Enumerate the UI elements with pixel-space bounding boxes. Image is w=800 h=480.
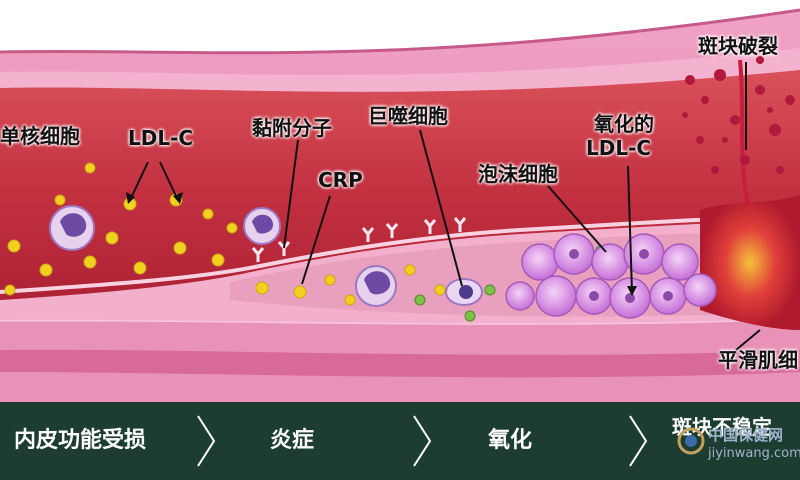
macrophage-cell	[355, 265, 397, 307]
endothelium-line	[0, 214, 800, 294]
chevron-right-icon	[629, 415, 648, 467]
monocyte-cell	[49, 205, 95, 251]
bottom-wall-stripe	[0, 349, 800, 378]
label-plaque-rupture: 斑块破裂	[698, 34, 778, 58]
macrophage-engulfing	[445, 278, 483, 306]
watermark-site-name: 中国保健网	[708, 426, 784, 444]
chevron-right-icon	[413, 415, 432, 467]
monocyte-cell-adhering	[243, 207, 281, 245]
stage-bar: 内皮功能受损 炎症 氧化 斑块不稳定	[0, 402, 800, 480]
label-macrophage: 巨噬细胞	[368, 104, 448, 128]
label-adhesion-molecule: 黏附分子	[252, 116, 332, 140]
stage-endothelial-damage: 内皮功能受损	[14, 428, 147, 453]
outer-wall-top-edge	[0, 8, 800, 55]
chevron-right-icon	[197, 415, 216, 467]
stage-plaque-instability: 斑块不稳定	[672, 415, 772, 439]
rupture-crack	[738, 59, 750, 206]
label-smooth-muscle: 平滑肌细	[718, 348, 798, 372]
label-oxidized: 氧化的	[594, 112, 654, 136]
watermark-logo-icon	[677, 427, 705, 455]
watermark-url: jiyinwang.com	[708, 446, 800, 461]
label-oxidized-ldl: LDL-C	[586, 136, 652, 160]
foam-cell-nuclei	[569, 249, 673, 303]
ldl-particles	[4, 162, 446, 306]
watermark: 中国保健网 jiyinwang.com	[676, 420, 800, 472]
label-foam-cell: 泡沫细胞	[478, 162, 558, 186]
leader-arrowheads	[126, 192, 637, 296]
artery-illustration	[0, 8, 800, 402]
label-crp: CRP	[318, 168, 363, 192]
rupture-debris	[682, 56, 795, 174]
plaque-rupture	[700, 195, 800, 330]
label-monocyte: 单核细胞	[0, 124, 80, 148]
stage-oxidation: 氧化	[488, 428, 533, 453]
label-ldl-c: LDL-C	[128, 126, 194, 150]
stage-inflammation: 炎症	[270, 428, 315, 453]
leader-lines	[131, 62, 761, 351]
